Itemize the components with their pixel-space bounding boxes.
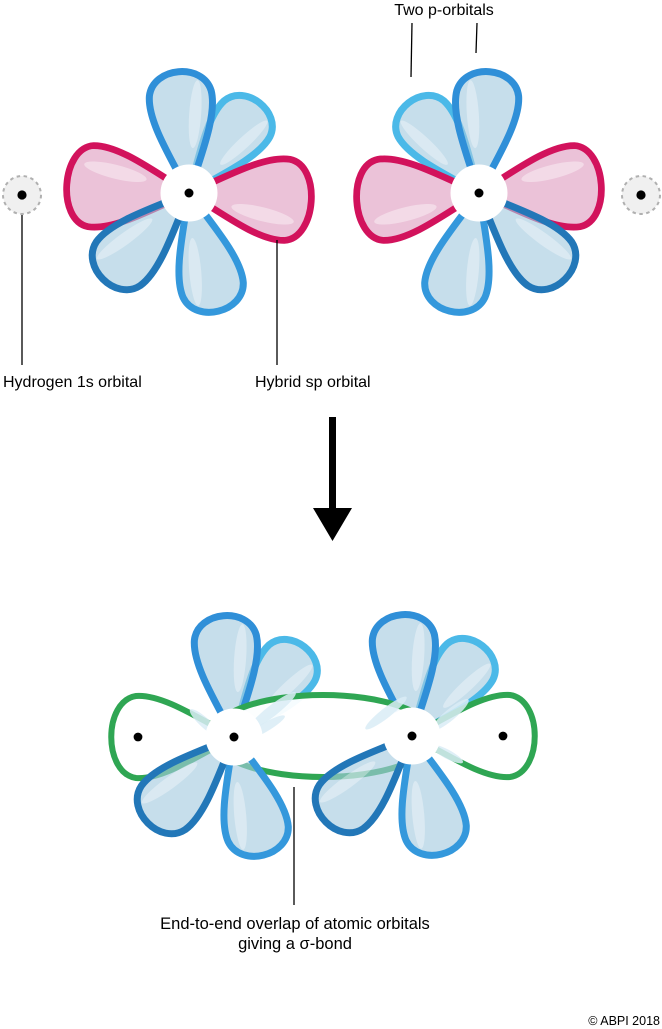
hydrogen-1s-left [2,175,42,215]
hydrogen-electron-right [498,731,508,741]
hydrogen-dot [636,190,646,200]
orbital-highlight [365,696,407,730]
hydrogen-electron-left [133,732,143,742]
pointer-line-p-orbital-2 [475,22,478,54]
label-two-p-orbitals: Two p-orbitals [394,2,494,19]
sp-atom-right [354,69,604,319]
pointer-line-p-orbital-1 [410,22,413,78]
orbital-highlight [431,699,469,731]
orbital-highlight [248,692,296,730]
label-hybrid-sp-orbital: Hybrid sp orbital [255,374,371,391]
nucleus-dot-left [229,732,239,742]
hydrogen-dot [17,190,27,200]
caption-sigma-bond: End-to-end overlap of atomic orbitals gi… [95,914,495,954]
nucleus-dot-right [407,731,417,741]
down-arrow [313,417,352,541]
caption-sigma-line2: giving a σ-bond [238,935,352,953]
hydrogen-1s-right [621,175,661,215]
caption-sigma-line1: End-to-end overlap of atomic orbitals [160,915,430,933]
sp-atom-left [64,69,314,319]
orbital-highlight [430,744,464,764]
nucleus-dot [184,188,194,198]
copyright-abpi: © ABPI 2018 [588,1014,660,1028]
label-hydrogen-1s-orbital: Hydrogen 1s orbital [3,374,142,391]
nucleus-dot [474,188,484,198]
